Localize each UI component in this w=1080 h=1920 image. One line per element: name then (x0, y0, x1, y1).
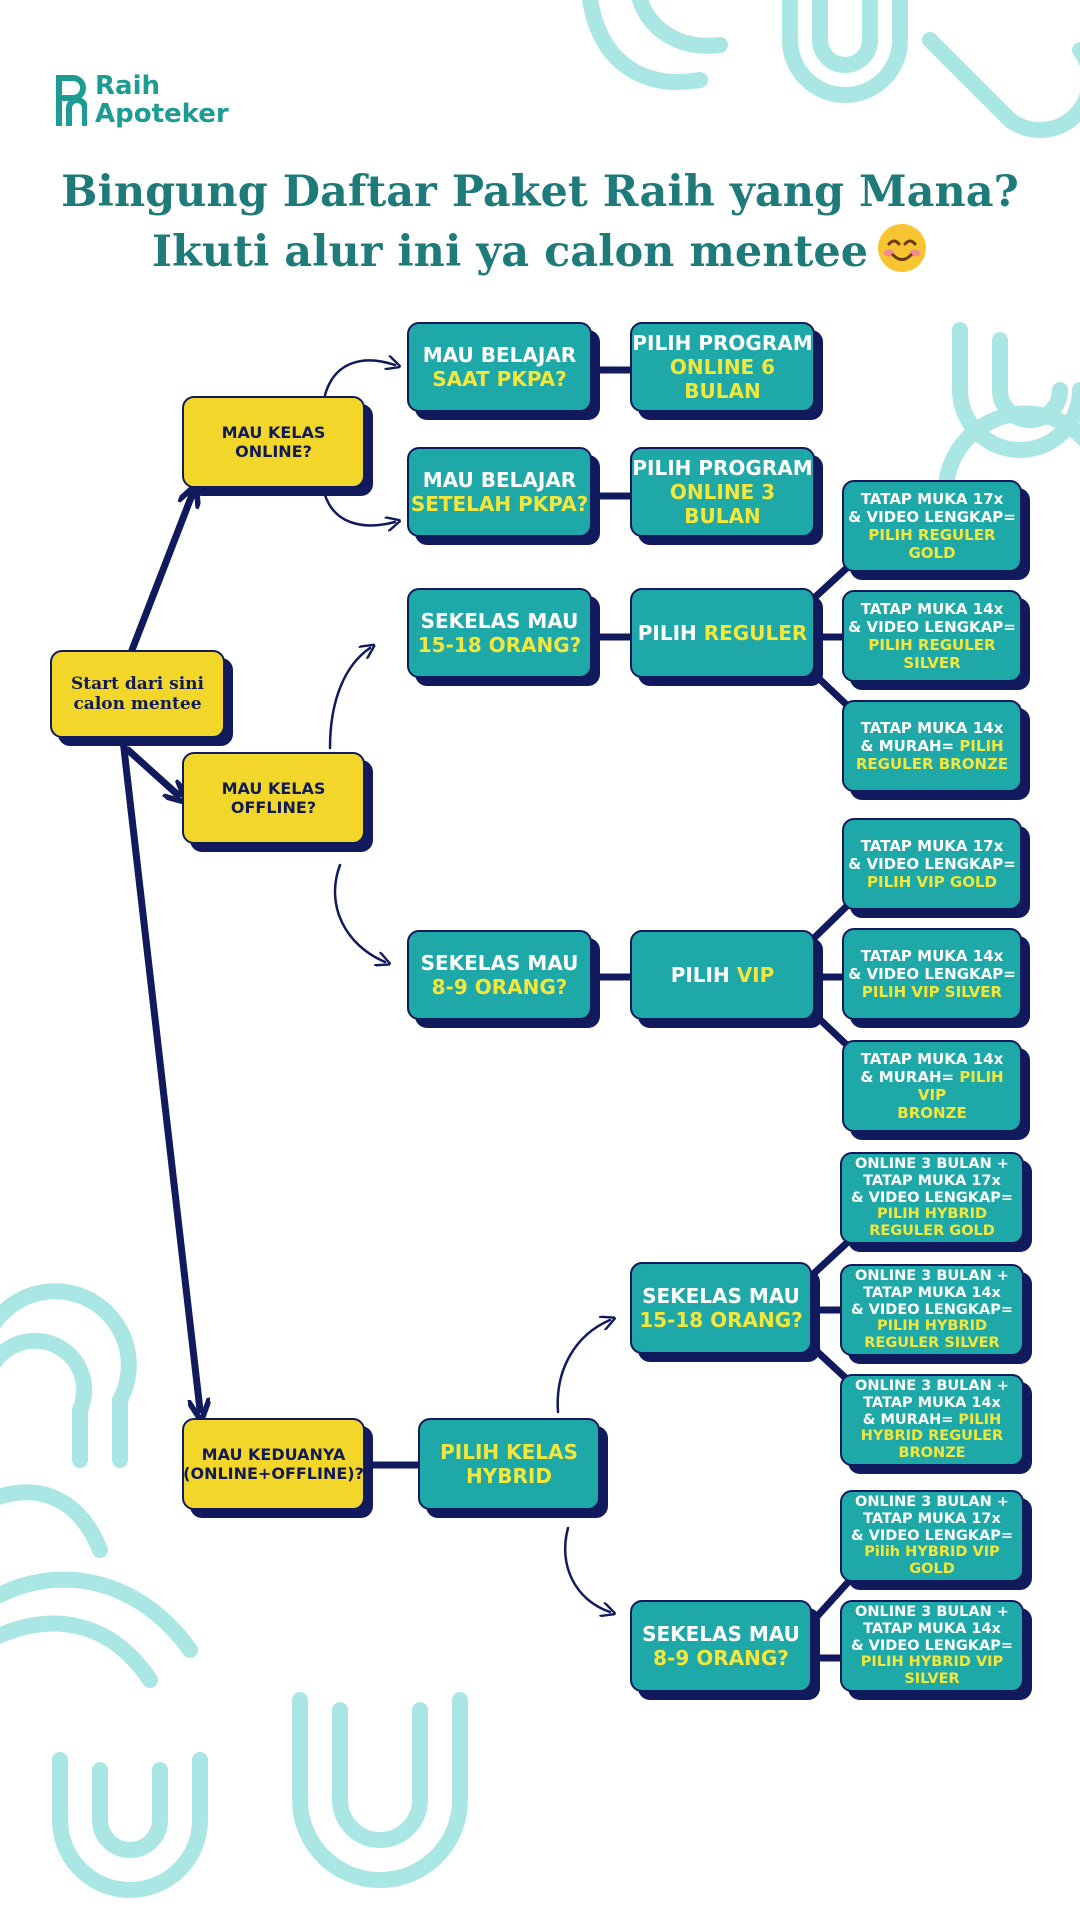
arrow-start-online (128, 495, 192, 654)
vip-silver-node: TATAP MUKA 14x & VIDEO LENGKAP= PILIH VI… (842, 928, 1022, 1020)
vip-bronze-node: TATAP MUKA 14x & MURAH= PILIH VIP BRONZE (842, 1040, 1022, 1132)
reguler-bronze-node: TATAP MUKA 14x & MURAH= PILIH REGULER BR… (842, 700, 1022, 792)
hybrid-reguler-gold-node: ONLINE 3 BULAN + TATAP MUKA 17x & VIDEO … (840, 1152, 1024, 1244)
title-line1: Bingung Daftar Paket Raih yang Mana? (61, 167, 1019, 217)
hybrid-reguler-silver-node: ONLINE 3 BULAN + TATAP MUKA 14x & VIDEO … (840, 1264, 1024, 1356)
reguler-silver-node: TATAP MUKA 14x & VIDEO LENGKAP= PILIH RE… (842, 590, 1022, 682)
curve-online-after-pkpa (323, 493, 395, 525)
brand-line1: Raih (95, 71, 160, 101)
pilih-hybrid-node: PILIH KELAS HYBRID (418, 1418, 600, 1510)
online-question-node: MAU KELAS ONLINE? (182, 396, 365, 488)
offline-1518-question-node: SEKELAS MAU 15-18 ORANG? (407, 588, 592, 678)
hybrid-vip-gold-node: ONLINE 3 BULAN + TATAP MUKA 17x & VIDEO … (840, 1490, 1024, 1582)
curve-offline-1518 (328, 648, 370, 750)
pkpa-question-node: MAU BELAJAR SAAT PKPA? (407, 322, 592, 412)
hybrid-89-question-node: SEKELAS MAU 8-9 ORANG? (630, 1600, 812, 1692)
hybrid-reguler-bronze-node: ONLINE 3 BULAN + TATAP MUKA 14x & MURAH=… (840, 1374, 1024, 1466)
brand-line2: Apoteker (95, 99, 229, 129)
curve-online-pkpa (323, 360, 395, 397)
offline-question-node: MAU KELAS OFFLINE? (182, 752, 365, 844)
vip-gold-node: TATAP MUKA 17x & VIDEO LENGKAP= PILIH VI… (842, 818, 1022, 910)
hybrid-1518-question-node: SEKELAS MAU 15-18 ORANG? (630, 1262, 812, 1354)
curve-hybrid-89 (563, 1526, 610, 1612)
reguler-gold-node: TATAP MUKA 17x & VIDEO LENGKAP= PILIH RE… (842, 480, 1022, 572)
curve-offline-89 (333, 863, 385, 962)
link-hyb89-gold (808, 1576, 854, 1626)
link-vip-bronze (808, 1008, 854, 1052)
link-reguler-gold (808, 561, 854, 604)
brand-logo: Raih Apoteker (55, 72, 229, 128)
raih-logo-icon (56, 75, 87, 126)
offline-89-question-node: SEKELAS MAU 8-9 ORANG? (407, 930, 592, 1020)
hybrid-vip-silver-node: ONLINE 3 BULAN + TATAP MUKA 14x & VIDEO … (840, 1600, 1024, 1692)
smiling-face-emoji-icon (878, 224, 927, 272)
link-vip-gold (808, 899, 854, 944)
title-line2: Ikuti alur ini ya calon mentee (151, 227, 869, 277)
after-pkpa-question-node: MAU BELAJAR SETELAH PKPA? (407, 447, 592, 537)
pilih-vip-node: PILIH VIP (630, 930, 815, 1020)
link-hyb1518-gold (806, 1236, 854, 1281)
arrow-start-hybrid (119, 736, 200, 1410)
arrow-start-offline (124, 746, 178, 795)
online6-result-node: PILIH PROGRAM ONLINE 6 BULAN (630, 322, 815, 412)
pilih-reguler-node: PILIH REGULER (630, 588, 815, 678)
online3-result-node: PILIH PROGRAM ONLINE 3 BULAN (630, 447, 815, 537)
page-title: Bingung Daftar Paket Raih yang Mana? Iku… (0, 162, 1080, 282)
curve-hybrid-1518 (556, 1320, 610, 1414)
hybrid-question-node: MAU KEDUANYA (ONLINE+OFFLINE)? (182, 1418, 365, 1510)
start-node: Start dari sini calon mentee (50, 650, 225, 738)
link-reguler-bronze (808, 668, 854, 712)
